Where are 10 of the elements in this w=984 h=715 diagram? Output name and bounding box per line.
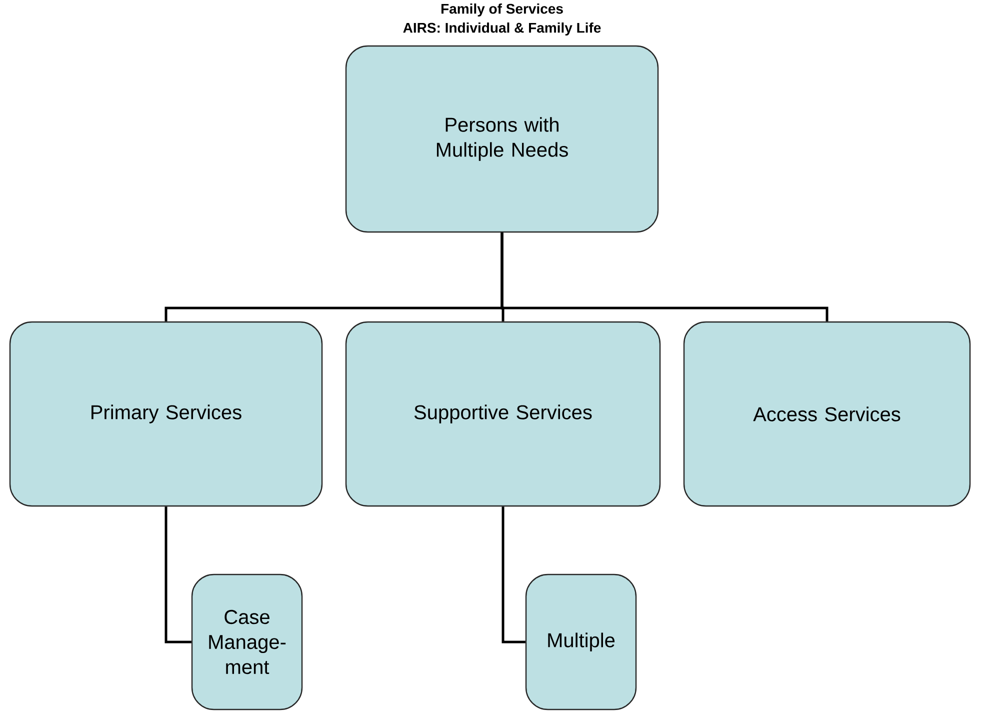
service-box: Access Services <box>683 321 971 507</box>
service-box: Persons with Multiple Needs <box>345 45 659 233</box>
service-box: Multiple <box>525 574 637 710</box>
service-box: Case Manage-ment <box>191 574 303 710</box>
service-box: Primary Services <box>9 321 323 507</box>
service-box: Supportive Services <box>345 321 661 507</box>
connector-line <box>500 232 828 322</box>
title: Family of Services <box>441 3 563 17</box>
connector-line <box>502 506 526 644</box>
connector-line <box>164 506 192 644</box>
